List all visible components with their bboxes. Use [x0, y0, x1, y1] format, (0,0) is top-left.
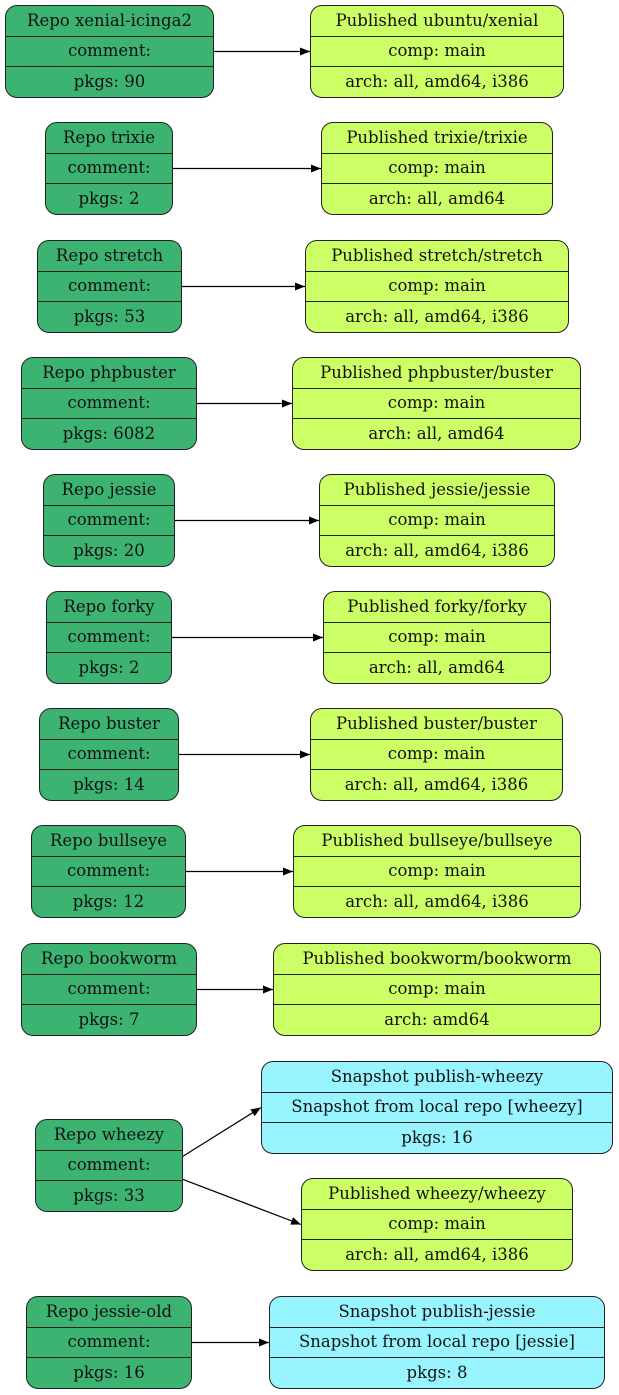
node-detail: comp: main: [302, 1208, 572, 1240]
node-repo-bookworm[interactable]: Repo bookworm comment:pkgs: 7: [21, 943, 197, 1036]
node-title: Published trixie/trixie: [346, 127, 528, 147]
node-repo-jessie-old[interactable]: Repo jessie-old comment:pkgs: 16: [26, 1296, 192, 1389]
node-detail: comment:: [40, 738, 178, 770]
node-detail: Snapshot from local repo [jessie]: [270, 1326, 604, 1358]
node-title: Published jessie/jessie: [343, 479, 531, 499]
node-info: pkgs: 90: [6, 66, 213, 97]
node-detail: comp: main: [311, 35, 563, 67]
node-title: Published wheezy/wheezy: [328, 1183, 546, 1203]
node-info: arch: all, amd64: [322, 183, 552, 214]
node-info: pkgs: 6082: [22, 418, 196, 449]
node-title: Repo bookworm: [41, 948, 177, 968]
node-repo-bullseye[interactable]: Repo bullseye comment:pkgs: 12: [31, 825, 186, 918]
node-title: Snapshot publish-wheezy: [330, 1066, 544, 1086]
node-title: Repo bullseye: [50, 830, 167, 850]
node-info: arch: all, amd64, i386: [302, 1239, 572, 1270]
node-title: Repo xenial-icinga2: [27, 10, 192, 30]
node-detail: comment:: [32, 855, 185, 887]
node-info: arch: all, amd64, i386: [306, 301, 568, 332]
node-info: pkgs: 16: [27, 1357, 191, 1388]
node-repo-jessie[interactable]: Repo jessie comment:pkgs: 20: [43, 474, 175, 567]
edge-repo-wheezy-to-pub-wheezy: [182, 1178, 302, 1226]
node-repo-trixie[interactable]: Repo trixie comment:pkgs: 2: [45, 122, 173, 215]
node-info: pkgs: 14: [40, 769, 178, 800]
node-info: arch: all, amd64, i386: [294, 886, 580, 917]
node-title: Repo phpbuster: [42, 362, 176, 382]
node-info: pkgs: 53: [38, 301, 181, 332]
node-title: Published bookworm/bookworm: [302, 948, 572, 968]
node-title: Published buster/buster: [336, 713, 537, 733]
node-detail: comp: main: [322, 152, 552, 184]
node-info: pkgs: 2: [47, 652, 171, 683]
node-info: arch: all, amd64: [324, 652, 550, 683]
edge-repo-wheezy-to-snap-publish-wheezy: [182, 1106, 262, 1157]
node-title: Repo jessie: [61, 479, 157, 499]
node-title: Published bullseye/bullseye: [321, 830, 553, 850]
node-repo-phpbuster[interactable]: Repo phpbuster comment:pkgs: 6082: [21, 357, 197, 450]
node-repo-wheezy[interactable]: Repo wheezy comment:pkgs: 33: [35, 1119, 183, 1212]
node-detail: comment:: [22, 973, 196, 1005]
node-detail: comment:: [46, 152, 172, 184]
node-title: Repo buster: [58, 713, 160, 733]
node-repo-stretch[interactable]: Repo stretch comment:pkgs: 53: [37, 240, 182, 333]
node-info: pkgs: 8: [270, 1357, 604, 1388]
node-repo-forky[interactable]: Repo forky comment:pkgs: 2: [46, 591, 172, 684]
node-info: pkgs: 2: [46, 183, 172, 214]
node-info: arch: all, amd64, i386: [320, 535, 554, 566]
node-detail: comp: main: [306, 270, 568, 302]
node-detail: comp: main: [311, 738, 562, 770]
node-title: Published forky/forky: [347, 596, 527, 616]
node-repo-buster[interactable]: Repo buster comment:pkgs: 14: [39, 708, 179, 801]
node-title: Repo stretch: [55, 245, 164, 265]
node-info: pkgs: 16: [262, 1122, 612, 1153]
node-detail: comment:: [22, 387, 196, 419]
node-title: Repo forky: [63, 596, 155, 616]
node-detail: comp: main: [294, 855, 580, 887]
node-info: arch: all, amd64: [293, 418, 580, 449]
node-detail: comment:: [36, 1149, 182, 1181]
node-detail: comp: main: [293, 387, 580, 419]
node-title: Repo jessie-old: [45, 1301, 173, 1321]
node-info: pkgs: 33: [36, 1180, 182, 1211]
node-info: arch: amd64: [274, 1004, 600, 1035]
node-info: pkgs: 7: [22, 1004, 196, 1035]
node-title: Repo trixie: [62, 127, 156, 147]
node-detail: comp: main: [274, 973, 600, 1005]
node-detail: Snapshot from local repo [wheezy]: [262, 1091, 612, 1123]
node-detail: comment:: [6, 35, 213, 67]
node-repo-xenial-icinga2[interactable]: Repo xenial-icinga2 comment:pkgs: 90: [5, 5, 214, 98]
node-detail: comment:: [38, 270, 181, 302]
node-detail: comment:: [27, 1326, 191, 1358]
node-title: Snapshot publish-jessie: [338, 1301, 536, 1321]
node-detail: comp: main: [320, 504, 554, 536]
node-title: Published stretch/stretch: [331, 245, 543, 265]
node-title: Published phpbuster/buster: [320, 362, 553, 382]
node-info: arch: all, amd64, i386: [311, 769, 562, 800]
node-title: Published ubuntu/xenial: [335, 10, 539, 30]
node-info: arch: all, amd64, i386: [311, 66, 563, 97]
node-title: Repo wheezy: [53, 1124, 165, 1144]
node-info: pkgs: 12: [32, 886, 185, 917]
node-info: pkgs: 20: [44, 535, 174, 566]
node-detail: comment:: [47, 621, 171, 653]
node-detail: comp: main: [324, 621, 550, 653]
node-detail: comment:: [44, 504, 174, 536]
